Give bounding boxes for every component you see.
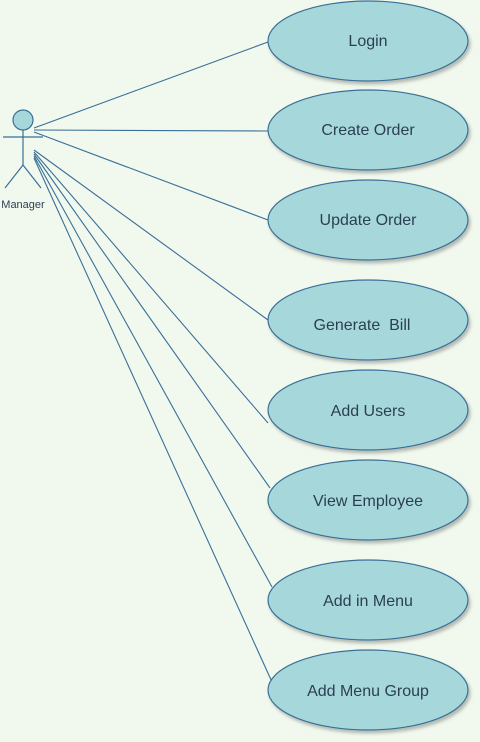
use-case-label: Generate Bill: [314, 317, 411, 334]
use-case-label: Login: [348, 33, 387, 50]
use-case-ellipse: [267, 649, 469, 731]
use-case-ellipse: [267, 179, 469, 261]
use-case-ellipse: [267, 0, 469, 82]
use-case-label: Add in Menu: [323, 593, 413, 610]
use-case-ellipse: [267, 459, 469, 541]
use-case-add-in-menu[interactable]: Add in Menu: [267, 559, 469, 641]
use-case-view-employee[interactable]: View Employee: [267, 459, 469, 541]
association-add-in-menu: [33, 155, 273, 588]
actor-label: Manager: [1, 199, 45, 211]
use-case-label: Update Order: [320, 212, 418, 229]
use-case-label: Add Users: [331, 403, 406, 420]
association-login: [33, 41, 269, 129]
use-case-create-order[interactable]: Create Order: [267, 89, 469, 171]
use-case-ellipse: [267, 369, 469, 451]
use-case-ellipse: [267, 89, 469, 171]
actor-right-leg: [22, 164, 42, 189]
actor-head: [12, 109, 34, 131]
association-generate-bill: [33, 149, 269, 321]
actor-manager: Manager: [1, 109, 45, 211]
use-case-add-menu-group[interactable]: Add Menu Group: [267, 649, 469, 731]
use-case-ellipse: [267, 279, 469, 361]
association-update-order: [33, 131, 269, 221]
association-add-users: [33, 151, 269, 424]
use-case-label: View Employee: [313, 493, 423, 510]
use-case-ellipse: [267, 559, 469, 641]
association-lines: [33, 41, 273, 683]
association-view-employee: [33, 153, 271, 489]
use-case-update-order[interactable]: Update Order: [267, 179, 469, 261]
actor-left-leg: [4, 164, 24, 189]
association-create-order: [33, 129, 269, 132]
use-case-generate-bill[interactable]: Generate Bill: [267, 279, 469, 361]
use-case-label: Add Menu Group: [307, 683, 429, 700]
use-case-add-users[interactable]: Add Users: [267, 369, 469, 451]
use-case-login[interactable]: Login: [267, 0, 469, 82]
use-case-label: Create Order: [321, 122, 415, 139]
association-add-menu-group: [33, 157, 273, 683]
